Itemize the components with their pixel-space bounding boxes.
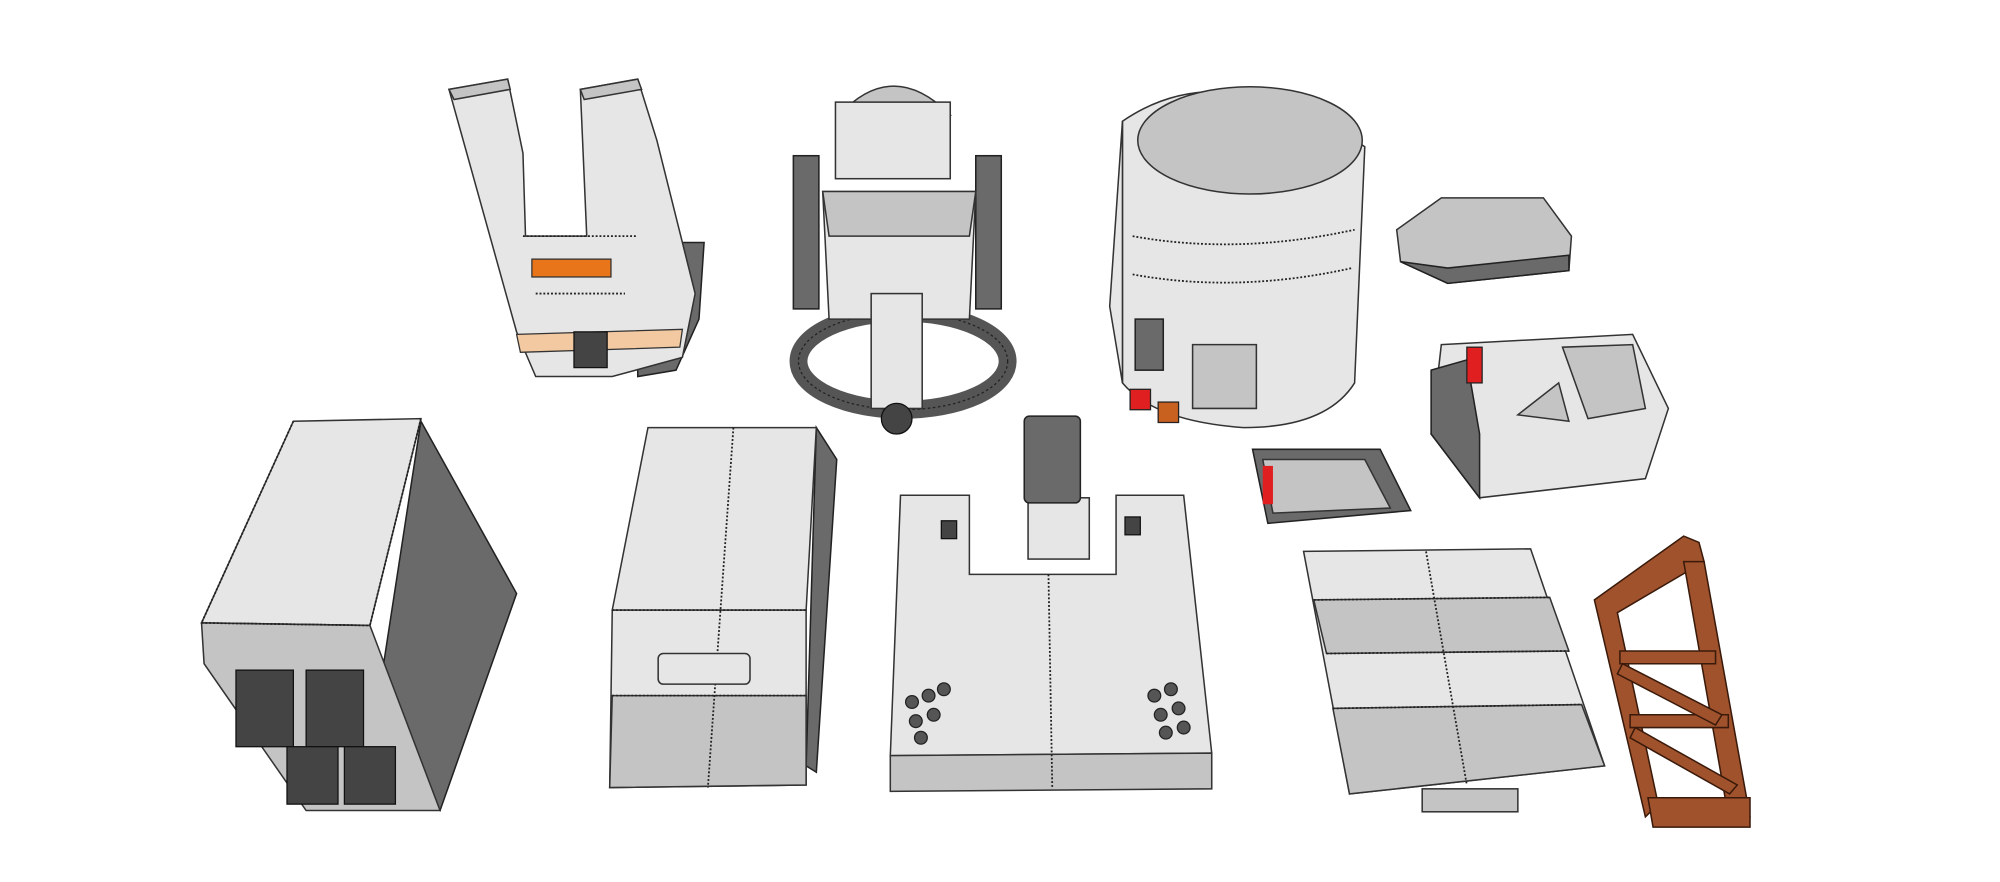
hex-box-part <box>1430 333 1670 501</box>
small-device-part <box>1395 197 1573 285</box>
u-tower-part <box>447 78 705 378</box>
u-base-part <box>889 415 1213 793</box>
rust-truss-part <box>1593 535 1751 828</box>
flat-tray-part <box>1251 448 1412 525</box>
orange-panel <box>531 258 612 278</box>
reactor-part <box>789 85 1017 435</box>
tall-box-part <box>608 425 838 789</box>
large-cabinet-part <box>200 417 518 812</box>
cylinder-shell-part <box>1108 86 1366 429</box>
flat-panel-part <box>1302 548 1606 813</box>
